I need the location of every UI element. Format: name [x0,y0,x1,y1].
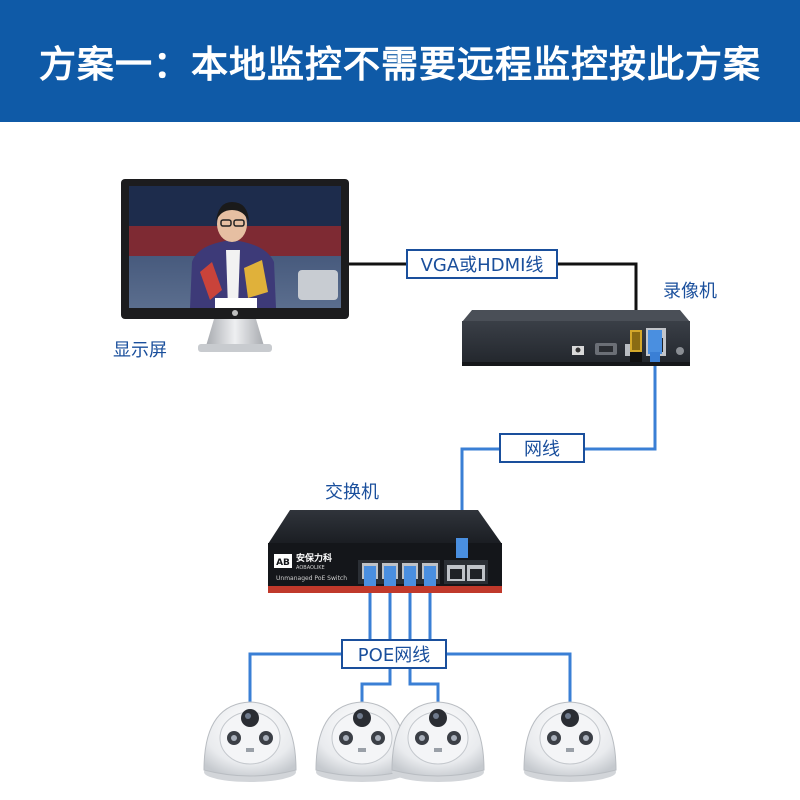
monitor-label: 显示屏 [113,340,167,361]
switch-brand-en: AOBAOLIKE [296,565,325,571]
tag-network-text: 网线 [524,439,560,460]
switch-model: Unmanaged PoE Switch [276,575,347,582]
ethernet-plug-nvr [648,330,662,362]
camera-2 [315,701,409,782]
tag-poe: POE网线 [341,639,447,669]
header-banner: 方案一：本地监控不需要远程监控按此方案 [0,0,800,122]
camera-group [203,701,617,782]
tag-network: 网线 [499,433,585,463]
monitor [121,179,349,352]
ethernet-plugs-switch [364,538,468,586]
camera-3 [391,701,485,782]
switch-label: 交换机 [325,482,379,503]
hdmi-plug-nvr [630,330,642,362]
nvr-label: 录像机 [663,281,717,302]
page-title: 方案一：本地监控不需要远程监控按此方案 [39,43,761,86]
person-on-screen [190,202,276,308]
camera-4 [523,701,617,782]
tag-vga-hdmi: VGA或HDMI线 [406,249,558,279]
camera-1 [203,701,297,782]
tag-vga-hdmi-text: VGA或HDMI线 [421,255,544,276]
switch-logo-mark: AB [276,558,290,568]
switch-brand-cn: 安保力科 [296,552,332,564]
tag-poe-text: POE网线 [358,645,430,666]
